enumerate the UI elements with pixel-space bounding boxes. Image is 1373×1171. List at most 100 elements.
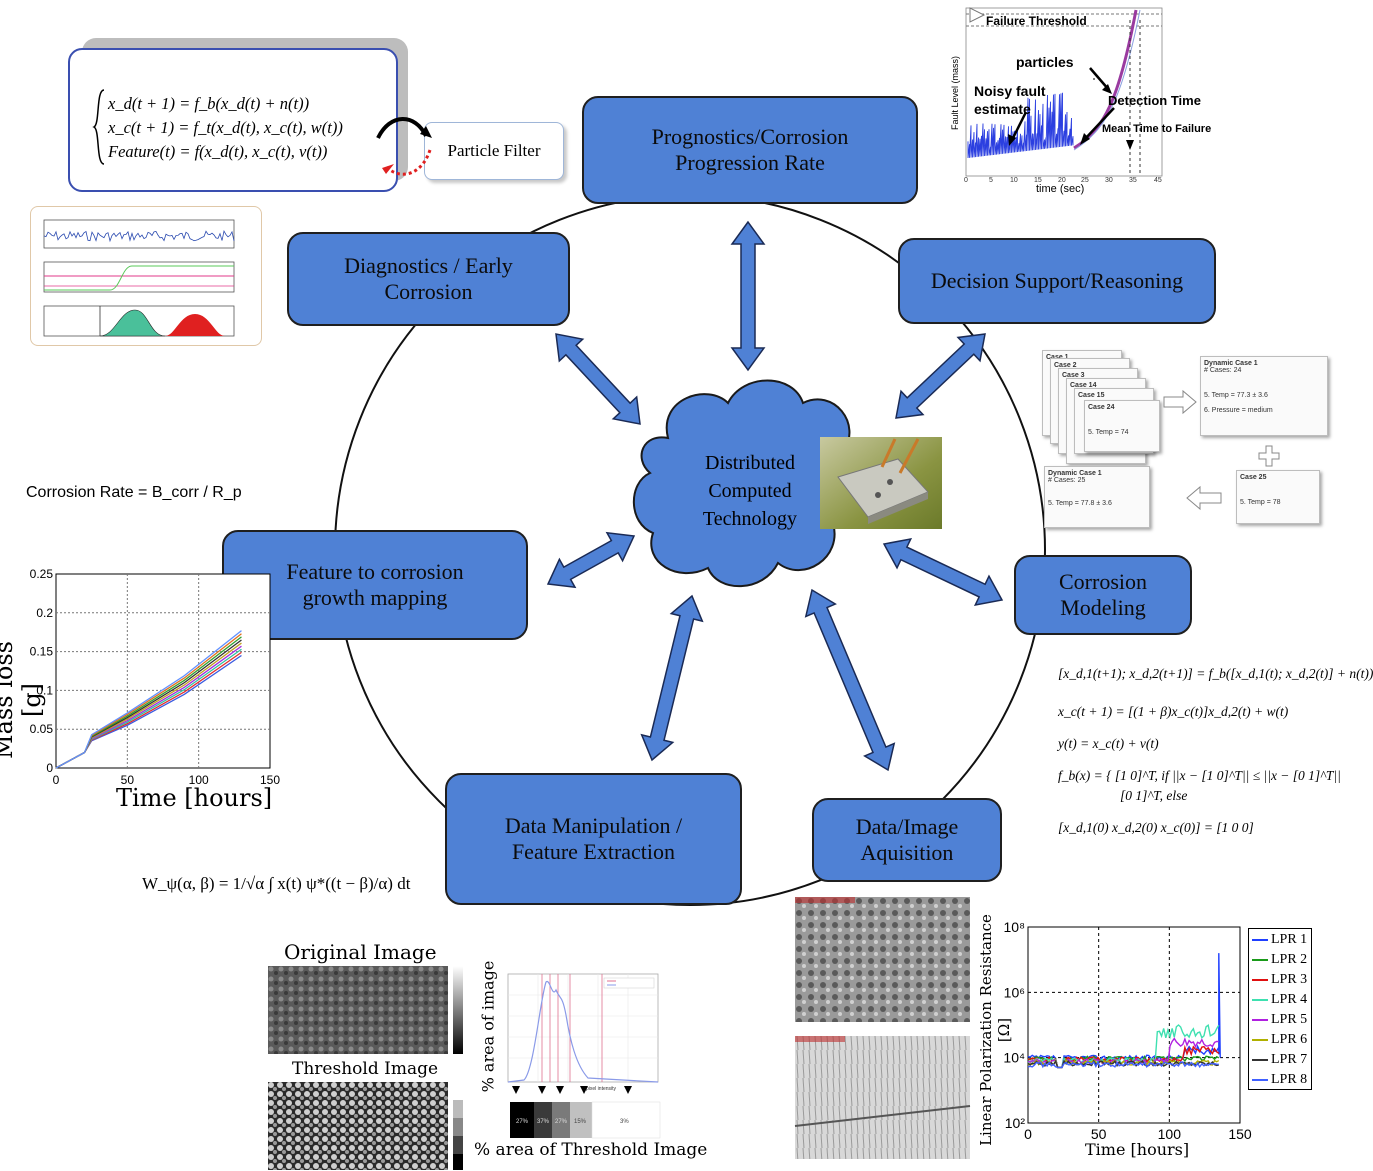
bin-3: 15% [574,1119,587,1125]
mass-xtick: 150 [260,773,280,787]
node-corrosion-modeling-line2: Modeling [1060,595,1146,620]
case-arrow-right [1163,389,1197,415]
node-data-image-line2: Aquisition [860,840,954,865]
case2-title: Case 2 [1054,362,1077,369]
model-eq2: x_c(t + 1) = [(1 + β)x_c(t)]x_d,2(t) + w… [1058,704,1289,719]
arrow-decision [895,333,986,419]
threshold-colorbar [453,1082,463,1170]
svg-text:0: 0 [964,177,968,184]
node-prognostics-line1: Prognostics/Corrosion [651,124,849,149]
model-eq1: [x_d,1(t+1); x_d,2(t+1)] = f_b([x_d,1(t)… [1058,666,1373,681]
lpr-legend-item: LPR 4 [1252,990,1308,1010]
lpr-legend-label: LPR 1 [1271,932,1308,947]
dyn1-temp: 5. Temp = 77.3 ± 3.6 [1204,392,1268,399]
histogram-pixel-intensity: pixel intensity [586,1086,617,1092]
mass-ytick: 0 [46,761,53,775]
original-colorbar [453,966,463,1054]
lpr-series-8 [1027,1060,1219,1069]
svg-text:35: 35 [1129,177,1137,184]
svg-text:45: 45 [1154,177,1162,184]
mass-xtick: 100 [189,773,209,787]
pf-eq2: x_c(t + 1) = f_t(x_d(t), x_c(t), w(t)) [108,118,343,137]
lpr-legend-swatch [1252,939,1268,941]
lpr-legend-item: LPR 5 [1252,1010,1308,1030]
pf-equation-box [68,48,398,192]
node-diagnostics-line1: Diagnostics / Early [344,253,513,278]
mass-ytick: 0.15 [30,645,54,659]
node-data-manipulation[interactable]: Data Manipulation /Feature Extraction [445,773,742,905]
cloud-label: Distributed Computed Technology [690,449,810,533]
case14-title: Case 14 [1070,382,1097,389]
failure-xlabel: time (sec) [1036,183,1085,195]
case-plus [1258,445,1280,467]
lpr-legend-swatch [1252,1079,1268,1081]
lpr-legend-swatch [1252,1019,1268,1021]
svg-text:15: 15 [1034,177,1042,184]
failure-ylabel: Fault Level (mass) [950,55,960,131]
threshold-image-title: Threshold Image [292,1059,439,1079]
mass-ytick: 0.05 [30,722,54,736]
lpr-xtick: 150 [1228,1126,1252,1142]
lpr-xtick: 50 [1091,1126,1107,1142]
corrosion-rate-eq: Corrosion Rate = B_corr / R_p [26,484,242,501]
model-equations: [x_d,1(t+1); x_d,2(t+1)] = f_b([x_d,1(t)… [1058,664,1373,838]
mass-plot-frame [55,573,271,769]
pf-eq3: Feature(t) = f(x_d(t), x_c(t), v(t)) [108,142,328,161]
lpr-xtick: 0 [1024,1126,1032,1142]
pf-detection-plots [43,219,235,337]
dyn2-title: Dynamic Case 1 [1048,470,1102,477]
arrow-diagnostics [555,333,641,425]
case-card-25: Case 25 5. Temp = 78 [1236,470,1320,524]
node-decision-support-line1: Decision Support/Reasoning [930,268,1184,293]
dyn1-title: Dynamic Case 1 [1204,360,1258,367]
model-eq4b: [0 1]^T, else [1120,788,1188,803]
node-prognostics-line2: Progression Rate [675,150,825,175]
dynamic-case-1: Dynamic Case 1 # Cases: 24 5. Temp = 77.… [1200,356,1328,436]
pf-equations: x_d(t + 1) = f_b(x_d(t) + n(t)) x_c(t + … [108,92,343,164]
failure-particles-label: particles [1016,54,1074,70]
threshold-bins: 27% 37% 27% 15% 3% [510,1101,661,1139]
pf-brace [92,89,105,165]
mass-xtick: 50 [121,773,135,787]
dyn1-cases: # Cases: 24 [1204,367,1242,374]
lpr-legend-item: LPR 3 [1252,970,1308,990]
pf-loop-arrows [376,117,432,176]
lpr-legend-swatch [1252,1039,1268,1041]
lpr-legend-swatch [1252,979,1268,981]
svg-text:10: 10 [1010,177,1018,184]
lpr-legend-item: LPR 1 [1252,930,1308,950]
svg-text:5: 5 [989,177,993,184]
lpr-ytick: 10⁸ [1004,919,1026,935]
lpr-legend-item: LPR 7 [1252,1050,1308,1070]
arrow-data-image [804,588,896,772]
dyn2-temp: 5. Temp = 77.8 ± 3.6 [1048,500,1112,507]
node-decision-support[interactable]: Decision Support/Reasoning [898,238,1216,324]
model-eq4a: f_b(x) = { [1 0]^T, if ||x − [1 0]^T|| ≤… [1058,768,1341,783]
pf-filter-box[interactable]: Particle Filter [424,122,564,180]
bin-0: 27% [516,1119,529,1125]
node-data-manipulation-line1: Data Manipulation / [504,813,683,838]
lpr-legend-label: LPR 2 [1271,952,1308,967]
lpr-legend-item: LPR 2 [1252,950,1308,970]
failure-noisy-line1: Noisy fault [974,83,1046,99]
failure-detection-label: Detection Time [1108,93,1201,108]
lpr-plot-frame [1027,926,1241,1124]
mass-series-line [55,630,242,769]
pf-eq1: x_d(t + 1) = f_b(x_d(t) + n(t)) [108,94,310,113]
bin-4: 3% [620,1119,629,1125]
mass-loss-ylabel: Mass loss [g] [0,641,46,759]
threshold-image [268,1082,448,1170]
failure-noisy-line2: estimate [974,101,1031,117]
dyn2-cases: # Cases: 25 [1048,477,1086,484]
pf-filter-label: Particle Filter [447,141,541,160]
dynamic-case-2: Dynamic Case 1 # Cases: 25 5. Temp = 77.… [1044,466,1150,528]
arrow-prognostics [730,220,766,372]
